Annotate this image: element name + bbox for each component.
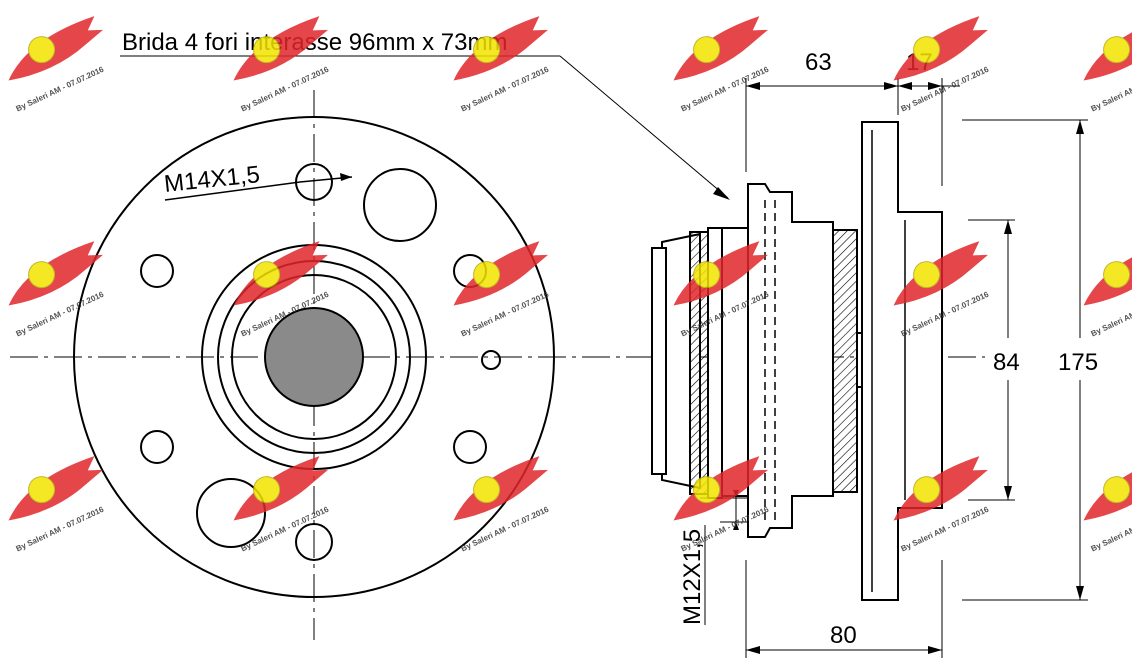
dimension-lines — [120, 55, 1088, 658]
dim-label-175: 175 — [1058, 349, 1098, 376]
front-thread-label: M14X1,5 — [163, 161, 261, 198]
watermark-wing-logo — [673, 241, 768, 306]
watermark-wing-logo — [1083, 456, 1132, 521]
watermark-wing-logo — [673, 456, 768, 521]
watermark-badge-icon — [913, 476, 941, 504]
watermark-wing-logo — [8, 456, 103, 521]
hub-ring-inner — [231, 274, 397, 440]
arrow-84-top — [1004, 220, 1012, 234]
watermark-stamp: By Saleri AM - 07.07.2016 — [453, 241, 551, 338]
watermark-badge-icon — [473, 476, 501, 504]
watermark-badge-icon — [1103, 36, 1131, 64]
wheel-flange — [861, 121, 943, 601]
stud-hole-lower-right — [453, 430, 487, 464]
watermark-stamp: By Saleri AM - 07.07.2016 — [8, 16, 106, 113]
watermark-wing-logo — [893, 456, 988, 521]
arrow-63-right — [884, 82, 898, 90]
large-hole-bottom — [196, 478, 266, 548]
watermark-badge-icon — [473, 36, 501, 64]
side-view — [640, 121, 985, 601]
arrow-80-right — [928, 646, 942, 654]
m12-arrow-bottom — [733, 522, 739, 530]
flange-outer-circle — [73, 116, 555, 598]
watermark-badge-icon — [253, 261, 281, 289]
dim-label-80: 80 — [830, 622, 857, 649]
dim-label-63: 63 — [805, 49, 832, 76]
stud-hole-upper-left — [140, 254, 174, 288]
stud-hole-lower-left — [140, 430, 174, 464]
watermark-stamp: By Saleri AM - 07.07.2016 — [1083, 16, 1132, 113]
watermark-badge-icon — [28, 36, 56, 64]
watermark-wing-logo — [233, 241, 328, 306]
bearing-cap-inner — [651, 247, 667, 475]
watermark-badge-icon — [693, 36, 721, 64]
arrow-17-left — [898, 82, 912, 90]
arrow-175-top — [1076, 120, 1084, 134]
watermark-badge-icon — [28, 476, 56, 504]
text-labels: Brida 4 fori interasse 96mm x 73mm M14X1… — [122, 29, 1098, 649]
watermark-badge-icon — [253, 36, 281, 64]
watermark-stamp: By Saleri AM - 07.07.2016 — [673, 16, 771, 113]
watermark-stamp: By Saleri AM - 07.07.2016 — [233, 456, 331, 553]
watermark-wing-logo — [233, 456, 328, 521]
watermark-badge-icon — [693, 261, 721, 289]
watermark-stamp: By Saleri AM - 07.07.2016 — [453, 456, 551, 553]
watermark-wing-logo — [8, 16, 103, 81]
watermark-stamp: By Saleri AM - 07.07.2016 — [8, 456, 106, 553]
title-leader-arrow — [713, 187, 730, 200]
watermark-badge-icon — [913, 261, 941, 289]
watermark-badge-icon — [253, 476, 281, 504]
watermark-stamp: By Saleri AM - 07.07.2016 — [233, 16, 331, 113]
watermark-badge-icon — [693, 476, 721, 504]
watermark-wing-logo — [8, 241, 103, 306]
front-view — [10, 90, 640, 640]
watermark-wing-logo — [1083, 16, 1132, 81]
watermark-stamp: By Saleri AM - 07.07.2016 — [1083, 456, 1132, 553]
watermark-badge-icon — [473, 261, 501, 289]
title-leader-line — [559, 55, 729, 199]
watermark-stamp: By Saleri AM - 07.07.2016 — [1083, 241, 1132, 338]
watermark-wing-logo — [1083, 241, 1132, 306]
watermark-wing-logo — [453, 241, 548, 306]
arrow-63-left — [746, 82, 760, 90]
watermark-stamp: By Saleri AM - 07.07.2016 — [453, 16, 551, 113]
side-thread-label: M12X1,5 — [679, 529, 706, 625]
watermark-badge-icon — [1103, 261, 1131, 289]
watermark-wing-logo — [893, 241, 988, 306]
thread-leader-arrow — [340, 173, 352, 181]
watermark-wing-logo — [233, 16, 328, 81]
hub-hatch-right — [832, 229, 858, 493]
watermark-badge-icon — [913, 36, 941, 64]
hub-flange-stub — [747, 183, 834, 538]
watermark-badge-icon — [1103, 476, 1131, 504]
arrow-17-right — [928, 82, 942, 90]
watermark-wing-logo — [453, 16, 548, 81]
thread-leader-line — [164, 176, 353, 201]
arrow-84-bottom — [1004, 486, 1012, 500]
small-hole-right — [481, 350, 501, 370]
dim-label-84: 84 — [993, 349, 1020, 376]
watermark-wing-logo — [453, 456, 548, 521]
stud-hole-bottom — [295, 523, 333, 561]
arrow-175-bottom — [1076, 586, 1084, 600]
watermark-stamp: By Saleri AM - 07.07.2016 — [893, 16, 991, 113]
watermark-badge-icon — [28, 261, 56, 289]
watermark-wing-logo — [893, 16, 988, 81]
large-hole-top — [363, 168, 437, 242]
center-bore — [264, 307, 364, 407]
watermark-wing-logo — [673, 16, 768, 81]
watermark-stamp: By Saleri AM - 07.07.2016 — [8, 241, 106, 338]
arrow-80-left — [746, 646, 760, 654]
